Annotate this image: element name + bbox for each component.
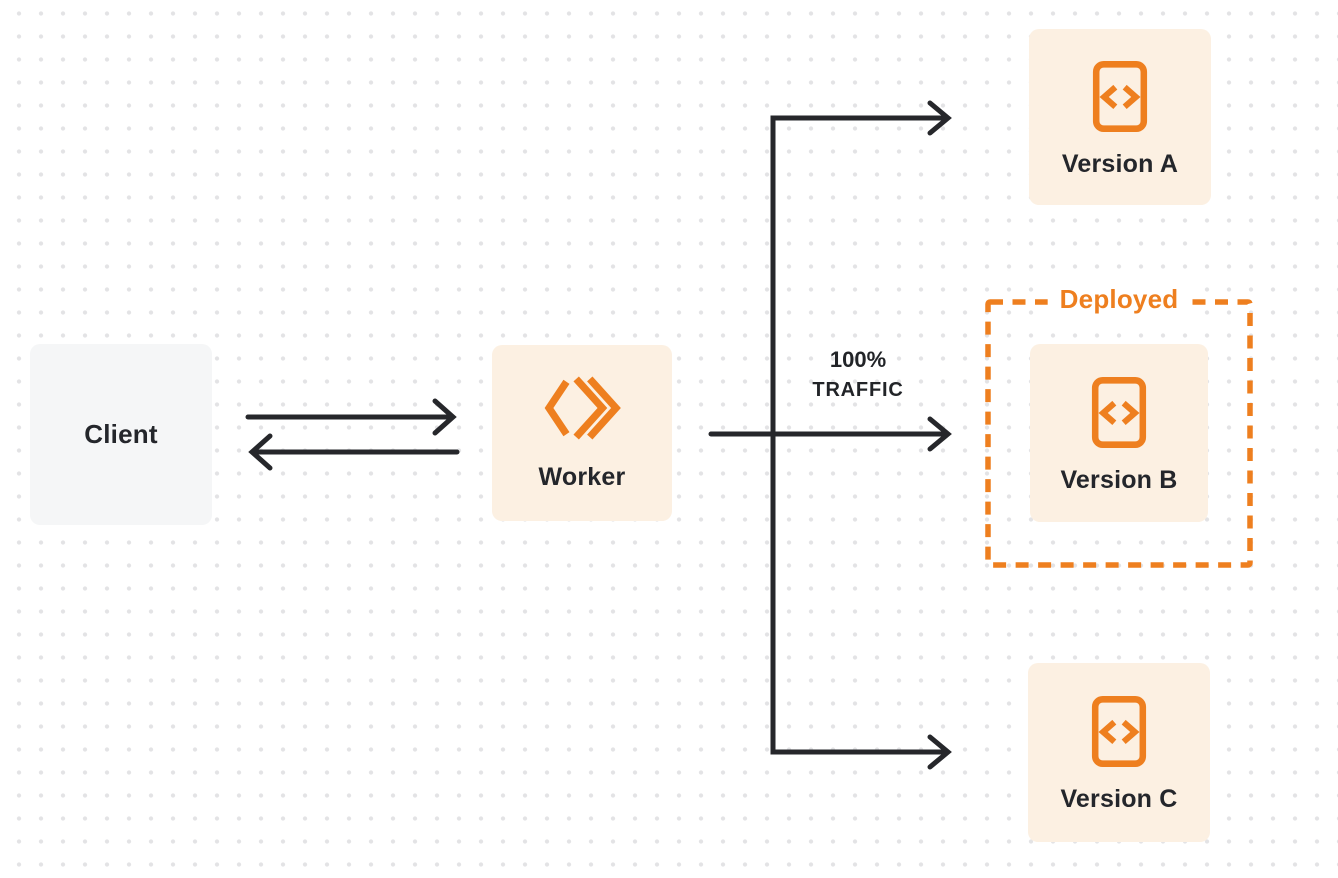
version-c-node: Version C (1028, 663, 1210, 842)
client-label: Client (84, 419, 158, 449)
worker-node: Worker (492, 345, 672, 521)
arrow-head-version-a-icon (927, 100, 952, 136)
deployed-boundary: Deployed Version B (985, 283, 1253, 568)
code-file-icon (1092, 60, 1148, 132)
version-a-node: Version A (1029, 29, 1211, 205)
arrow-head-version-c-icon (927, 734, 952, 770)
version-b-node: Version B (1030, 344, 1208, 522)
arrow-worker-to-client-head-icon (248, 433, 273, 471)
traffic-annotation: 100% TRAFFIC (783, 346, 933, 406)
cloudflare-workers-logo-icon (544, 375, 621, 440)
deployed-label: Deployed (1047, 283, 1191, 315)
arrow-head-version-b-icon (927, 416, 952, 452)
arrow-client-to-worker-head-icon (432, 398, 457, 436)
traffic-percent: 100% (829, 347, 887, 372)
deployed-dashed-border (985, 299, 1253, 568)
version-c-label: Version C (1060, 785, 1178, 813)
code-file-icon (1091, 696, 1147, 767)
code-file-icon (1091, 376, 1147, 448)
traffic-word: TRAFFIC (812, 379, 904, 401)
version-a-label: Version A (1061, 149, 1179, 178)
worker-label: Worker (538, 462, 626, 491)
branch-spine (770, 115, 945, 755)
version-b-label: Version B (1060, 465, 1178, 494)
client-node: Client (30, 344, 212, 525)
